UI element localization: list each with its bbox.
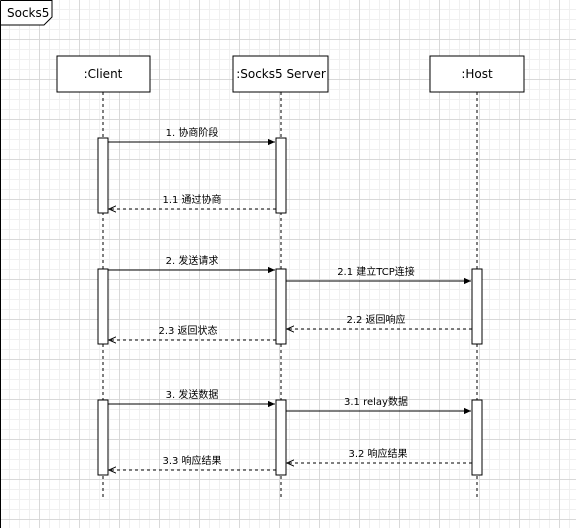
message-2: 2. 发送请求	[108, 254, 275, 274]
activation-server-3	[275, 399, 287, 476]
message-label: 1. 协商阶段	[166, 126, 219, 139]
message-label: 3.2 响应结果	[348, 447, 407, 460]
message-2-2: 2.2 返回响应	[287, 313, 472, 329]
message-3: 3. 发送数据	[108, 388, 275, 408]
activation-host-2	[471, 268, 483, 345]
message-label: 3. 发送数据	[166, 388, 219, 401]
message-label: 1.1 通过协商	[162, 193, 221, 206]
activation-client-3	[97, 399, 109, 476]
message-label: 3.3 响应结果	[162, 454, 221, 467]
message-1-1: 1.1 通过协商	[109, 193, 276, 209]
activation-server-2	[275, 268, 287, 345]
activation-client-2	[97, 268, 109, 345]
activation-client-1	[97, 137, 109, 214]
participant-label: :Socks5 Server	[236, 67, 326, 81]
message-3-2: 3.2 响应结果	[287, 447, 472, 463]
message-label: 2.1 建立TCP连接	[337, 265, 415, 278]
activation-server-1	[275, 137, 287, 214]
message-label: 2.3 返回状态	[158, 324, 217, 337]
message-1: 1. 协商阶段	[108, 126, 275, 146]
frame-title: Socks5	[7, 6, 49, 20]
message-2-3: 2.3 返回状态	[109, 324, 276, 340]
participant-label: :Client	[84, 67, 123, 81]
message-label: 2. 发送请求	[166, 254, 219, 267]
activation-host-3	[471, 399, 483, 476]
message-label: 3.1 relay数据	[344, 395, 408, 408]
frame: Socks5	[0, 0, 53, 528]
participant-label: :Host	[461, 67, 493, 81]
message-label: 2.2 返回响应	[346, 313, 405, 326]
message-3-3: 3.3 响应结果	[109, 454, 276, 470]
message-2-1: 2.1 建立TCP连接	[286, 265, 471, 285]
message-3-1: 3.1 relay数据	[286, 395, 471, 415]
